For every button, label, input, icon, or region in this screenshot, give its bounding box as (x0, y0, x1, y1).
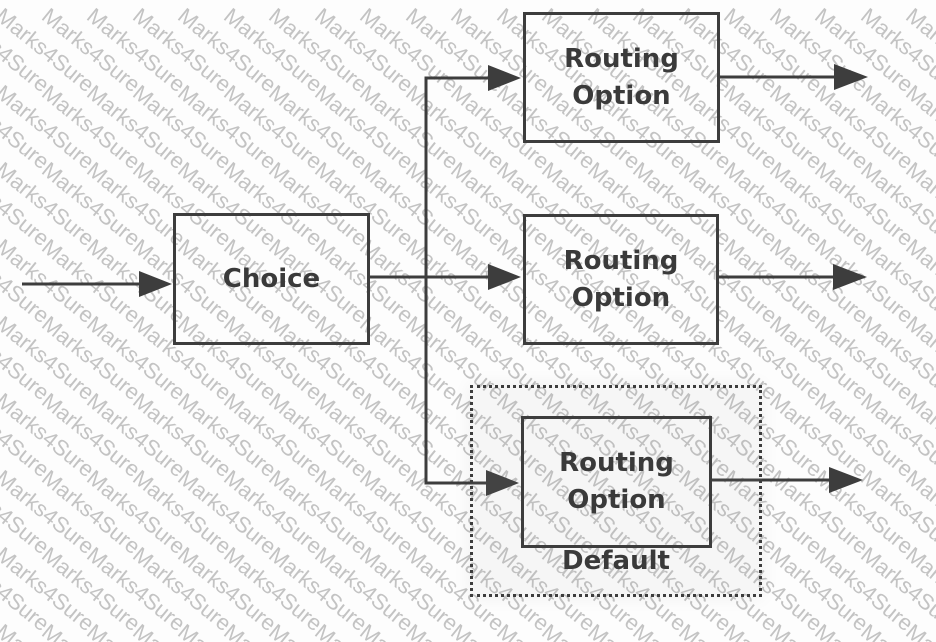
arrowhead-out-top (834, 64, 868, 90)
routing-option-label: Routing Option (564, 43, 679, 111)
choice-node-label: Choice (222, 263, 321, 294)
routing-option-label: Routing Option (563, 245, 679, 313)
default-group-label: Default (562, 546, 670, 576)
arrowhead-branch-top (488, 65, 521, 91)
routing-option-label: Routing Option (559, 448, 674, 515)
choice-node: Choice (173, 213, 370, 345)
arrowhead-out-mid (833, 264, 867, 290)
routing-option-node-middle: Routing Option (523, 214, 719, 345)
arrowhead-choice-out (488, 264, 521, 290)
arrowhead-input (139, 271, 172, 297)
routing-option-node-default: Routing Option (521, 416, 712, 548)
arrowhead-out-default (829, 467, 863, 493)
routing-option-node-top: Routing Option (523, 12, 720, 143)
default-group: Routing Option Default (470, 385, 762, 597)
